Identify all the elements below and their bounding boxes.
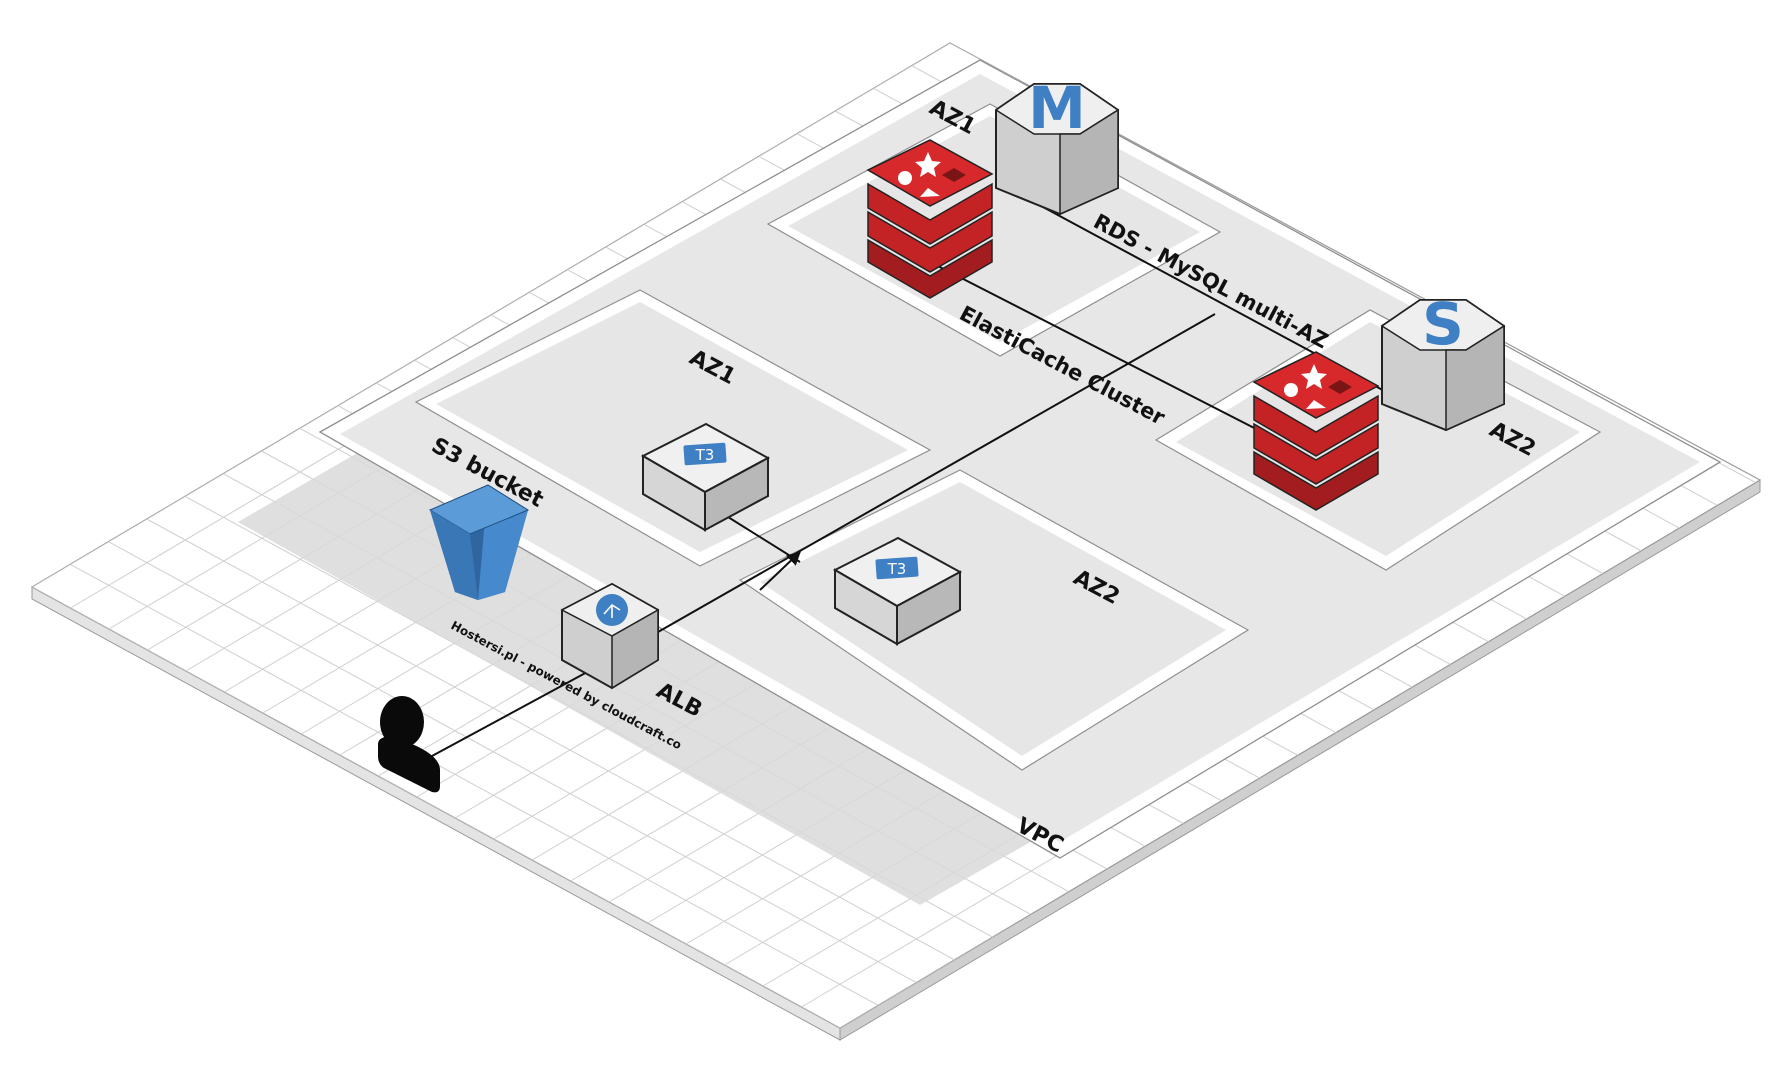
grid-line (108, 541, 917, 984)
rds-standby-letter: S (1422, 290, 1464, 358)
grid-line (70, 563, 879, 1006)
ec2-az1-badge: T3 (695, 446, 715, 464)
ec2-instance-az1[interactable]: T3 (640, 422, 771, 532)
load-balancer-icon[interactable] (560, 582, 660, 690)
ec2-instance-az2[interactable]: T3 (832, 536, 963, 646)
user-silhouette-icon (378, 696, 440, 793)
alb-to-t3-line (629, 313, 1216, 649)
grid-line (146, 518, 955, 961)
rds-master-icon[interactable]: M (994, 74, 1120, 216)
s3-bucket-icon[interactable] (428, 484, 530, 600)
redis-stack-az2[interactable] (1252, 351, 1380, 511)
alb-arrow-line (759, 551, 802, 591)
user-to-alb-line (431, 663, 604, 757)
grid-line (32, 43, 951, 588)
redis-stack-az1[interactable] (866, 139, 994, 299)
redis-link-line (929, 261, 1263, 433)
rds-master-letter: M (1028, 74, 1086, 142)
app-zone-az1 (414, 289, 932, 567)
rds-standby-icon[interactable]: S (1380, 290, 1506, 432)
vpc-zone (318, 59, 1722, 859)
ec2-az2-badge: T3 (887, 560, 907, 578)
